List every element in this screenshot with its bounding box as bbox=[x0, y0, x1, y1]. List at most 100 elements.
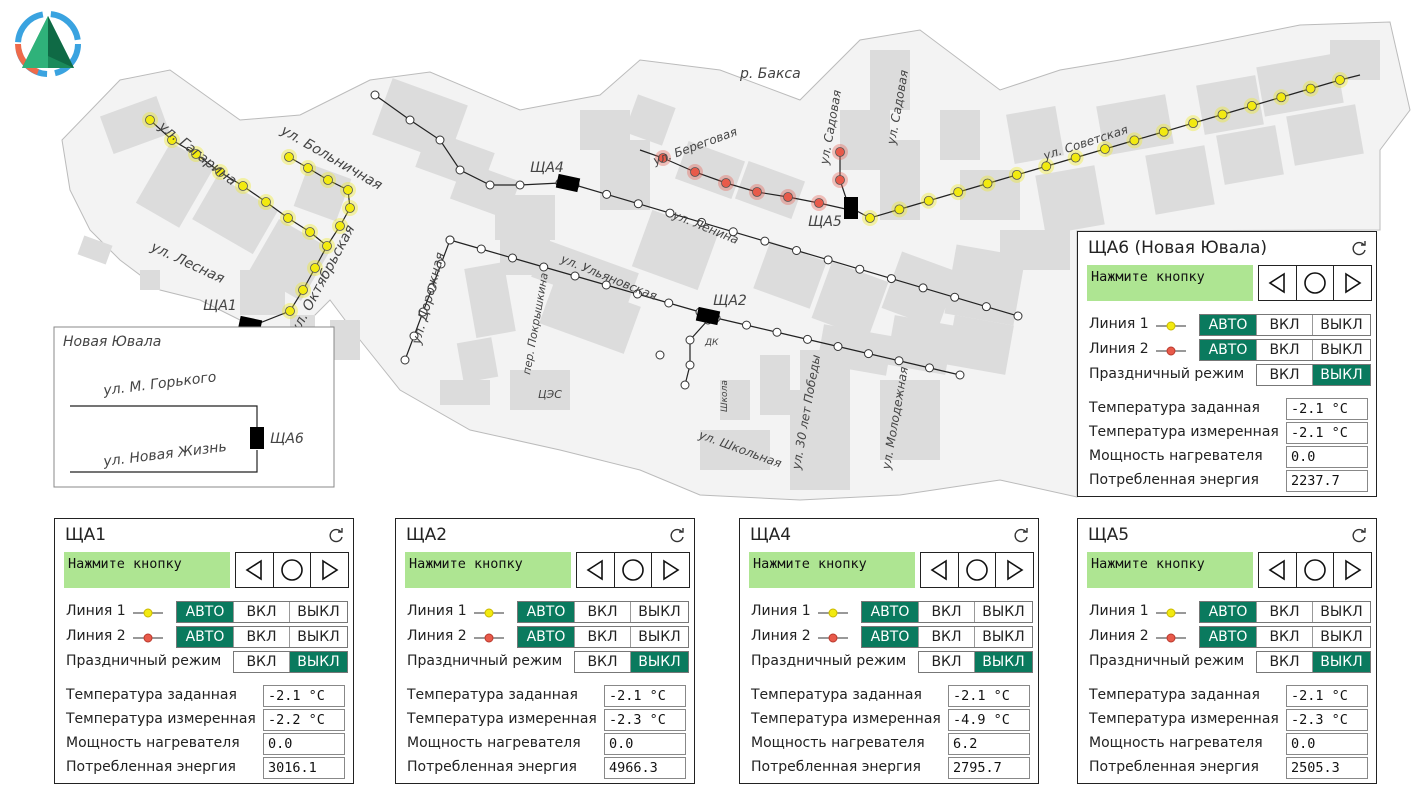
next-button[interactable] bbox=[1334, 553, 1371, 587]
heater-power-label: Мощность нагревателя bbox=[66, 735, 240, 751]
lamp-beregovaya-0 bbox=[658, 153, 668, 163]
line2-off-button[interactable]: ВЫКЛ bbox=[1320, 342, 1363, 358]
stop-button[interactable] bbox=[1297, 553, 1335, 587]
holiday-label: Праздничный режим bbox=[1089, 653, 1245, 669]
line2-on-button[interactable]: ВКЛ bbox=[234, 627, 290, 647]
line1-on-button[interactable]: ВКЛ bbox=[1257, 315, 1313, 335]
building-27 bbox=[456, 337, 499, 383]
holiday-on-button[interactable]: ВКЛ bbox=[919, 652, 975, 672]
refresh-icon[interactable] bbox=[1012, 527, 1030, 545]
panel-title: ЩА5 bbox=[1088, 525, 1130, 545]
line2-off-button[interactable]: ВЫКЛ bbox=[982, 629, 1025, 645]
building-30 bbox=[760, 355, 790, 415]
line1-on-button[interactable]: ВКЛ bbox=[234, 602, 290, 622]
building-33 bbox=[700, 430, 770, 470]
line2-auto-button[interactable]: АВТО bbox=[1200, 627, 1257, 647]
map-label-sha5: ЩА5 bbox=[808, 214, 842, 230]
lamp-beregovaya-1 bbox=[690, 167, 700, 177]
line2-on-button[interactable]: ВКЛ bbox=[1257, 340, 1313, 360]
next-button[interactable] bbox=[996, 553, 1033, 587]
line2-on-button[interactable]: ВКЛ bbox=[575, 627, 631, 647]
panel-title: ЩА2 bbox=[406, 525, 448, 545]
next-button[interactable] bbox=[311, 553, 348, 587]
refresh-icon[interactable] bbox=[327, 527, 345, 545]
refresh-icon[interactable] bbox=[668, 527, 686, 545]
node-sha4-west-1 bbox=[405, 115, 415, 125]
holiday-mode-switch: ВКЛ ВЫКЛ bbox=[1256, 651, 1371, 673]
energy-value: 4966.3 bbox=[604, 757, 686, 779]
node-lenina-13 bbox=[981, 302, 991, 312]
line1-off-button[interactable]: ВЫКЛ bbox=[638, 604, 681, 620]
line1-off-button[interactable]: ВЫКЛ bbox=[297, 604, 340, 620]
line2-on-button[interactable]: ВКЛ bbox=[1257, 627, 1313, 647]
next-icon bbox=[1344, 272, 1362, 294]
stop-button[interactable] bbox=[1297, 266, 1335, 300]
line1-off-button[interactable]: ВЫКЛ bbox=[982, 604, 1025, 620]
holiday-off-button[interactable]: ВЫКЛ bbox=[975, 652, 1032, 672]
line1-on-button[interactable]: ВКЛ bbox=[919, 602, 975, 622]
line1-on-button[interactable]: ВКЛ bbox=[1257, 602, 1313, 622]
line2-off-button[interactable]: ВЫКЛ bbox=[638, 629, 681, 645]
line1-auto-button[interactable]: АВТО bbox=[177, 602, 234, 622]
line2-auto-button[interactable]: АВТО bbox=[177, 627, 234, 647]
temp-set-label: Температура заданная bbox=[1089, 687, 1260, 703]
line-dk bbox=[684, 319, 709, 386]
prev-button[interactable] bbox=[236, 553, 274, 587]
line1-auto-button[interactable]: АВТО bbox=[518, 602, 575, 622]
lamp-sovetskaya-10 bbox=[1158, 126, 1169, 137]
holiday-off-button[interactable]: ВЫКЛ bbox=[631, 652, 688, 672]
heater-power-value: 0.0 bbox=[1286, 446, 1368, 468]
lamp-sovetskaya-6 bbox=[1041, 161, 1052, 172]
lamp-sovetskaya-11 bbox=[1188, 118, 1199, 129]
line2-label: Линия 2 bbox=[1089, 341, 1149, 357]
building-35 bbox=[880, 380, 940, 460]
next-button[interactable] bbox=[1334, 266, 1371, 300]
prev-button[interactable] bbox=[921, 553, 959, 587]
holiday-off-button[interactable]: ВЫКЛ bbox=[1313, 652, 1370, 672]
holiday-off-button[interactable]: ВЫКЛ bbox=[290, 652, 347, 672]
line2-auto-button[interactable]: АВТО bbox=[1200, 340, 1257, 360]
line1-auto-button[interactable]: АВТО bbox=[862, 602, 919, 622]
prev-button[interactable] bbox=[1259, 553, 1297, 587]
node-lenina-3 bbox=[665, 208, 675, 218]
map-label-title: Новая Ювала bbox=[63, 334, 161, 350]
building-51 bbox=[1040, 255, 1060, 265]
panel-title: ЩА1 bbox=[65, 525, 107, 545]
refresh-icon[interactable] bbox=[1350, 240, 1368, 258]
line1-auto-button[interactable]: АВТО bbox=[1200, 602, 1257, 622]
cabinet-sha5 bbox=[844, 197, 858, 219]
line1-off-button[interactable]: ВЫКЛ bbox=[1320, 604, 1363, 620]
line1-icon bbox=[1156, 321, 1186, 331]
line1-mode-switch: АВТО ВКЛ ВЫКЛ bbox=[1199, 601, 1371, 623]
stop-button[interactable] bbox=[274, 553, 312, 587]
node-lenina-11 bbox=[918, 283, 928, 293]
holiday-on-button[interactable]: ВКЛ bbox=[575, 652, 631, 672]
holiday-on-button[interactable]: ВКЛ bbox=[1257, 652, 1313, 672]
building-54 bbox=[77, 235, 113, 265]
holiday-on-button[interactable]: ВКЛ bbox=[234, 652, 290, 672]
line1-mode-switch: АВТО ВКЛ ВЫКЛ bbox=[176, 601, 348, 623]
line2-on-button[interactable]: ВКЛ bbox=[919, 627, 975, 647]
holiday-on-button[interactable]: ВКЛ bbox=[1257, 365, 1313, 385]
line2-auto-button[interactable]: АВТО bbox=[518, 627, 575, 647]
next-button[interactable] bbox=[652, 553, 689, 587]
line2-off-button[interactable]: ВЫКЛ bbox=[297, 629, 340, 645]
building-32 bbox=[720, 380, 750, 420]
line2-off-button[interactable]: ВЫКЛ bbox=[1320, 629, 1363, 645]
holiday-off-button[interactable]: ВЫКЛ bbox=[1313, 365, 1370, 385]
stop-button[interactable] bbox=[959, 553, 997, 587]
line1-auto-button[interactable]: АВТО bbox=[1200, 315, 1257, 335]
line1-label: Линия 1 bbox=[1089, 316, 1149, 332]
line1-off-button[interactable]: ВЫКЛ bbox=[1320, 317, 1363, 333]
temp-set-value: -2.1 °C bbox=[948, 685, 1030, 707]
prev-button[interactable] bbox=[577, 553, 615, 587]
temp-measured-value: -2.1 °C bbox=[1286, 422, 1368, 444]
lamp-gagarina-6 bbox=[283, 213, 293, 223]
line1-on-button[interactable]: ВКЛ bbox=[575, 602, 631, 622]
stop-button[interactable] bbox=[615, 553, 653, 587]
refresh-icon[interactable] bbox=[1350, 527, 1368, 545]
prev-button[interactable] bbox=[1259, 266, 1297, 300]
line2-auto-button[interactable]: АВТО bbox=[862, 627, 919, 647]
stop-icon bbox=[1304, 272, 1326, 294]
